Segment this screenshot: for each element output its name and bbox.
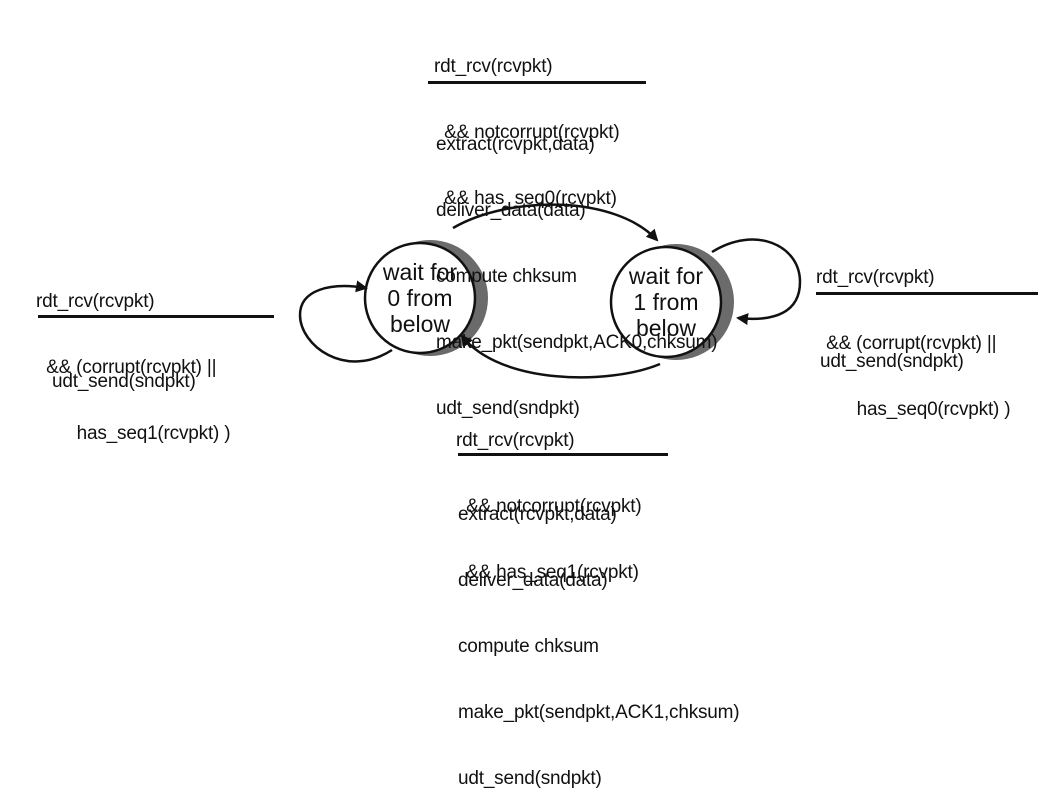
state-label-line: wait for xyxy=(382,259,457,285)
transition-right-divider xyxy=(816,292,1038,295)
event-line: && has_seq0(rcvpkt) xyxy=(434,188,617,209)
state-label-line: below xyxy=(636,315,696,341)
event-line: rdt_rcv(rcvpkt) xyxy=(456,430,575,451)
transition-bottom-action: extract(rcvpkt,data) deliver_data(data) … xyxy=(458,460,740,812)
transition-right-event: rdt_rcv(rcvpkt) && (corrupt(rcvpkt) || h… xyxy=(816,223,1011,443)
event-line: && has_seq1(rcvpkt) xyxy=(456,562,639,583)
self-loop-arrow-left xyxy=(298,280,393,363)
event-line: && (corrupt(rcvpkt) || xyxy=(816,333,997,354)
event-line: rdt_rcv(rcvpkt) xyxy=(434,56,553,77)
state-label-line: wait for xyxy=(628,263,703,289)
event-line: && notcorrupt(rcvpkt) xyxy=(434,122,620,143)
action-line: udt_send(sndpkt) xyxy=(458,768,602,789)
transition-top-action: extract(rcvpkt,data) deliver_data(data) … xyxy=(436,90,718,442)
state-circle xyxy=(609,245,723,359)
self-loop-arrow-right xyxy=(711,238,802,326)
state-wait-0: wait for 0 from below xyxy=(363,240,488,356)
event-line: && (corrupt(rcvpkt) || xyxy=(36,357,217,378)
action-line: extract(rcvpkt,data) xyxy=(458,504,617,525)
event-line: && notcorrupt(rcvpkt) xyxy=(456,496,642,517)
transition-bottom-event: rdt_rcv(rcvpkt) && notcorrupt(rcvpkt) &&… xyxy=(456,386,642,606)
state-label-line: below xyxy=(390,311,450,337)
state-wait-1: wait for 1 from below xyxy=(609,244,734,360)
action-line: udt_send(sndpkt) xyxy=(820,351,964,372)
action-line: extract(rcvpkt,data) xyxy=(436,134,595,155)
transition-arrow-top xyxy=(452,203,659,242)
action-line: compute chksum xyxy=(458,636,599,657)
event-line: rdt_rcv(rcvpkt) xyxy=(36,291,155,312)
event-line: rdt_rcv(rcvpkt) xyxy=(816,267,935,288)
state-label-line: 1 from xyxy=(633,289,698,315)
transition-left-divider xyxy=(38,315,274,318)
transition-arrow-bottom xyxy=(460,334,661,379)
action-line: deliver_data(data) xyxy=(458,570,608,591)
action-line: make_pkt(sendpkt,ACK0,chksum) xyxy=(436,332,718,353)
transition-top-event: rdt_rcv(rcvpkt) && notcorrupt(rcvpkt) &&… xyxy=(434,12,620,232)
event-line: has_seq0(rcvpkt) ) xyxy=(816,399,1011,420)
state-circle xyxy=(363,241,477,355)
state-label-line: 0 from xyxy=(387,285,452,311)
transition-top-divider xyxy=(428,81,646,84)
transition-left-action: udt_send(sndpkt) xyxy=(52,327,196,415)
transition-right-action: udt_send(sndpkt) xyxy=(820,307,964,395)
action-line: udt_send(sndpkt) xyxy=(52,371,196,392)
action-line: make_pkt(sendpkt,ACK1,chksum) xyxy=(458,702,740,723)
fsm-diagram: wait for 0 from below wait for 1 from be… xyxy=(298,203,802,379)
transition-bottom-divider xyxy=(458,453,668,456)
action-line: udt_send(sndpkt) xyxy=(436,398,580,419)
action-line: compute chksum xyxy=(436,266,577,287)
action-line: deliver_data(data) xyxy=(436,200,586,221)
transition-left-event: rdt_rcv(rcvpkt) && (corrupt(rcvpkt) || h… xyxy=(36,247,231,467)
event-line: has_seq1(rcvpkt) ) xyxy=(36,423,231,444)
